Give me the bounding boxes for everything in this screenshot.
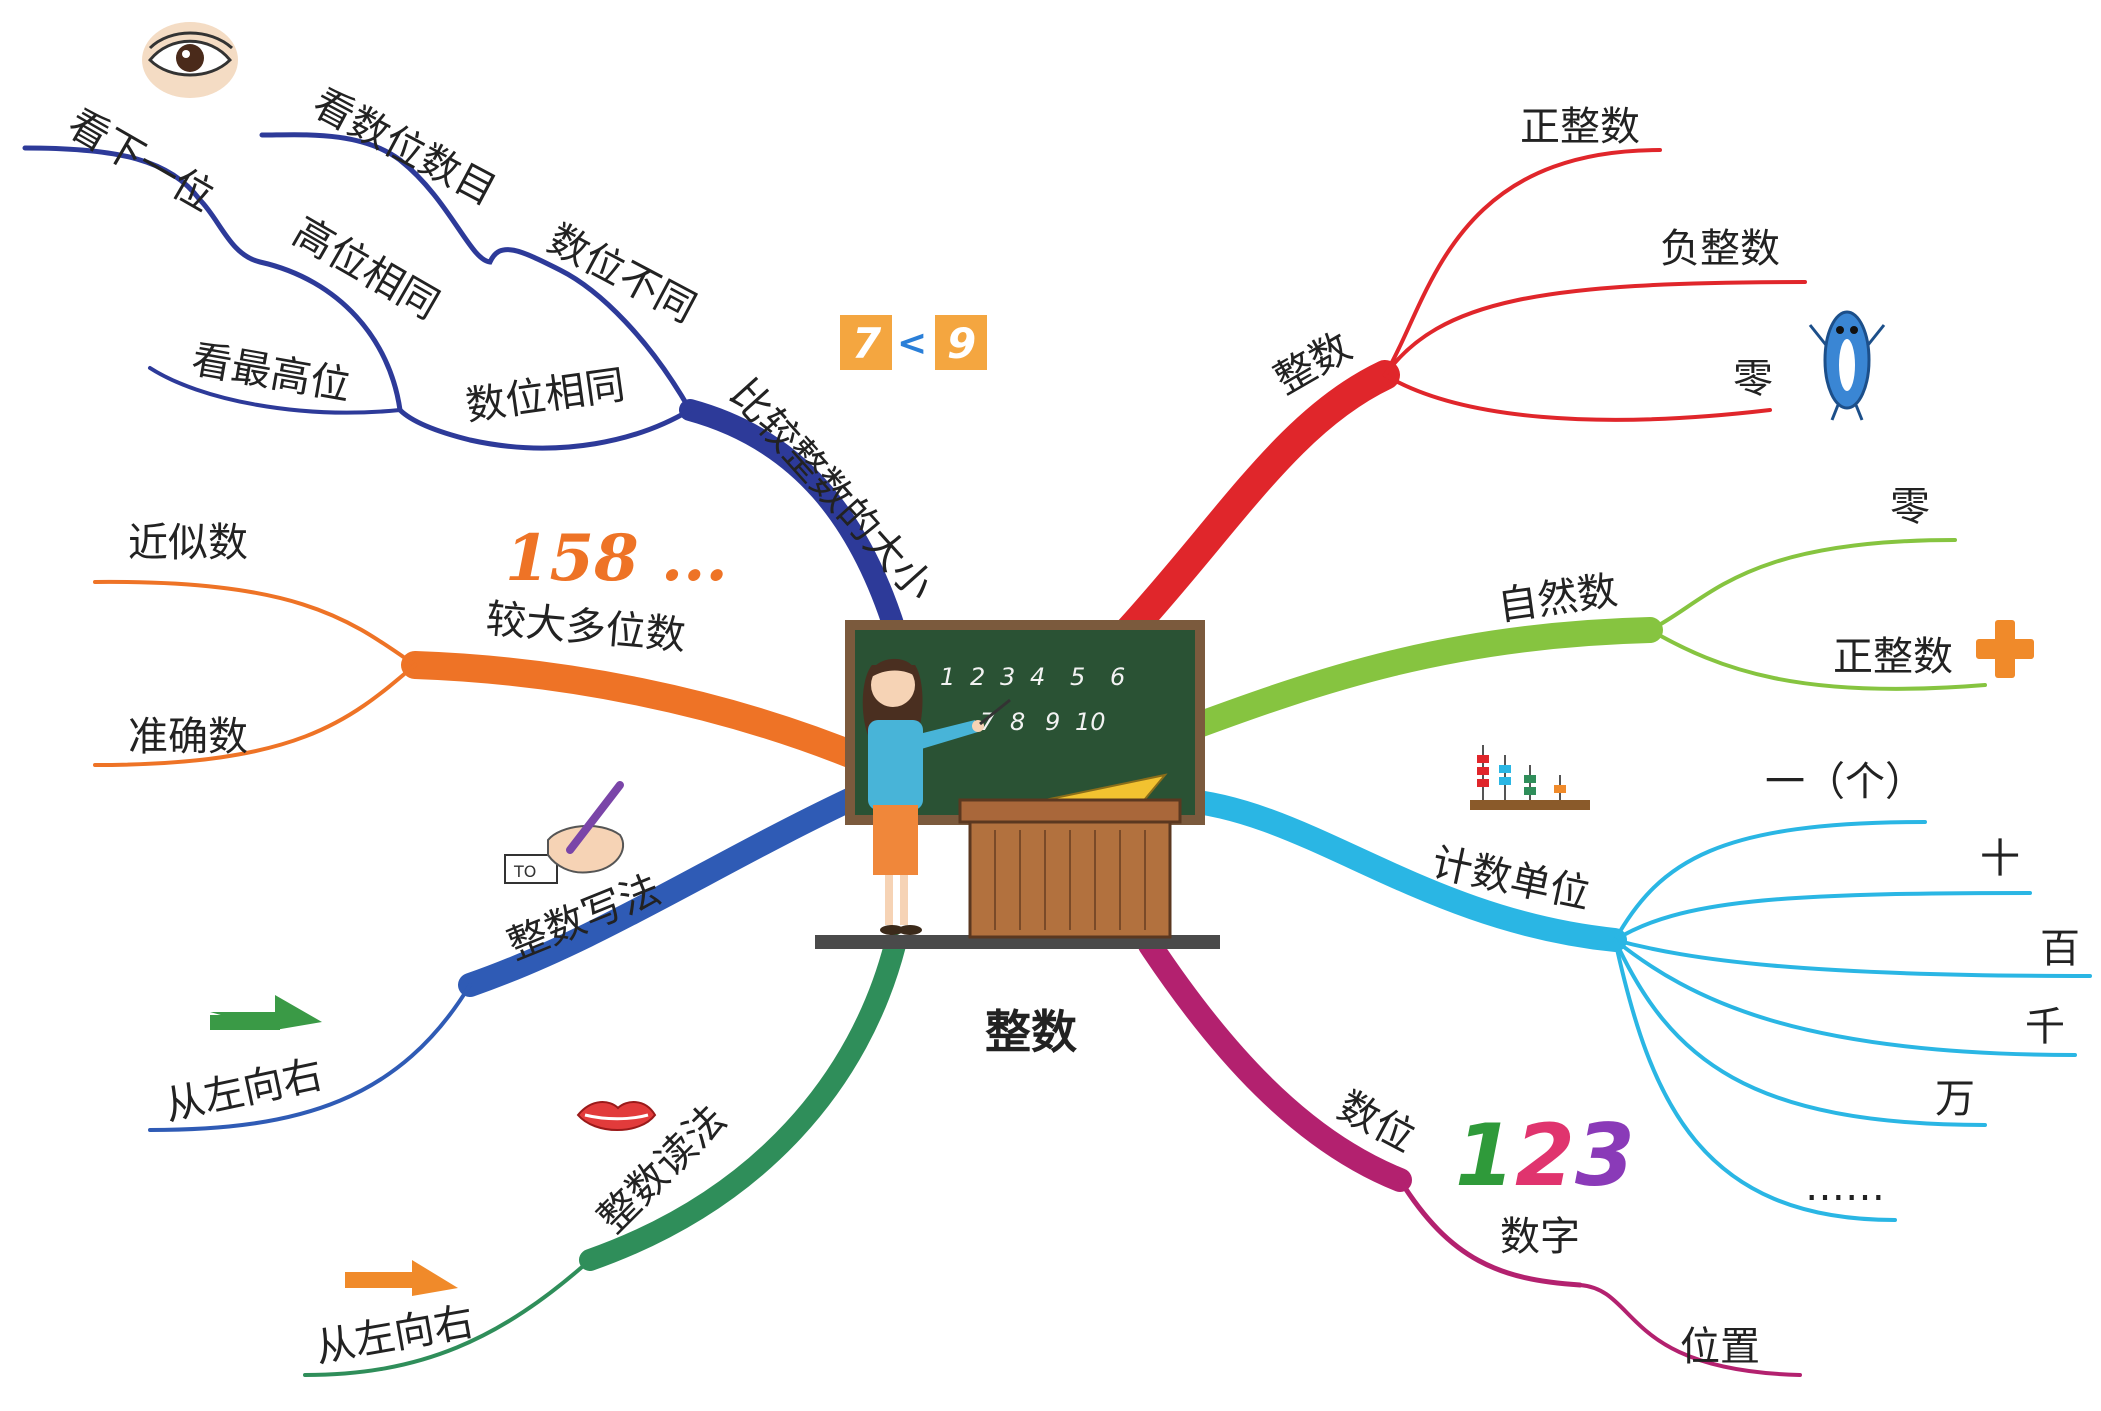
approx-badge: 158 ...: [505, 521, 728, 596]
label-positive-integer: 正整数: [1520, 104, 1640, 150]
svg-text:2: 2: [970, 663, 985, 691]
digits-badge: 1 2 3: [1455, 1106, 1635, 1206]
branch-lines: [22, 132, 2092, 1377]
label-unit-ten: 十: [1980, 836, 2020, 882]
label-exact: 准确数: [128, 714, 248, 760]
center-illustration: 1 2 3 4 5 6 7 8 9 10: [815, 620, 1220, 1059]
center-title: 整数: [985, 1005, 1077, 1059]
abacus-icon: [1470, 745, 1590, 810]
svg-text:3: 3: [1000, 663, 1015, 691]
svg-text:8: 8: [1010, 708, 1025, 736]
svg-text:5: 5: [1070, 663, 1085, 691]
svg-text:3: 3: [1575, 1106, 1635, 1206]
zero-character-icon: [1808, 310, 1886, 421]
blackboard-digits: 1 2 3 4 5 6 7 8 9 10: [940, 663, 1125, 736]
label-unit-tenthousand: 万: [1935, 1076, 1975, 1122]
svg-text:4: 4: [1030, 663, 1045, 691]
label-approx: 近似数: [128, 520, 248, 566]
svg-text:1: 1: [940, 663, 955, 691]
label-zero-integer: 零: [1733, 356, 1773, 402]
label-unit-one: 一（个）: [1765, 759, 1925, 805]
label-position: 位置: [1680, 1324, 1760, 1370]
eye-icon: [142, 22, 238, 98]
svg-text:10: 10: [1075, 708, 1106, 736]
hand-writing-icon: TO: [504, 781, 625, 884]
label-negative-integer: 负整数: [1660, 226, 1780, 272]
svg-text:9: 9: [1045, 708, 1060, 736]
label-large-number: 较大多位数: [484, 596, 687, 659]
label-high-same: 高位相同: [285, 209, 447, 329]
label-unit-hundred: 百: [2040, 926, 2080, 972]
svg-text:TO: TO: [513, 862, 536, 881]
svg-text:6: 6: [1110, 663, 1125, 691]
label-writing-ltr: 从左向右: [161, 1052, 327, 1130]
branch-place-trunk: [1138, 933, 1412, 1192]
teacher-icon: [862, 658, 1011, 935]
svg-text:<: <: [897, 323, 927, 364]
branch-reading-trunk: [579, 934, 906, 1271]
label-compare: 比较整数的大小: [721, 371, 943, 610]
branch-large-trunk: [401, 651, 879, 774]
branch-compare-trunk: [679, 399, 906, 641]
arrow-right-orange-icon: [345, 1260, 458, 1296]
label-digit: 数字: [1500, 1214, 1580, 1260]
compare-badge: 7 < 9: [840, 315, 987, 370]
label-same-digits: 数位相同: [463, 362, 628, 430]
branch-integer-trunk: [1115, 360, 1400, 645]
label-next-digit: 看下一位: [60, 101, 222, 221]
label-unit-etc: ……: [1805, 1164, 1885, 1210]
branch-writing-trunk: [458, 783, 872, 997]
desk-icon: [958, 798, 1182, 939]
arrow-right-icon: [210, 995, 322, 1030]
plus-icon: [1976, 620, 2034, 678]
svg-text:9: 9: [947, 319, 976, 368]
lips-icon: [576, 1101, 657, 1131]
label-positive-natural: 正整数: [1833, 634, 1953, 680]
label-zero-natural: 零: [1890, 484, 1930, 530]
svg-text:2: 2: [1515, 1106, 1575, 1206]
svg-text:7: 7: [852, 319, 882, 368]
label-reading-ltr: 从左向右: [312, 1299, 478, 1372]
label-count-digits: 看数位数目: [305, 80, 503, 215]
label-unit-thousand: 千: [2025, 1004, 2065, 1050]
branch-natural-trunk: [1172, 617, 1663, 743]
branch-counting-trunk: [1168, 788, 1627, 952]
svg-text:1: 1: [1455, 1106, 1515, 1206]
label-highest-digit: 看最高位: [188, 337, 354, 410]
